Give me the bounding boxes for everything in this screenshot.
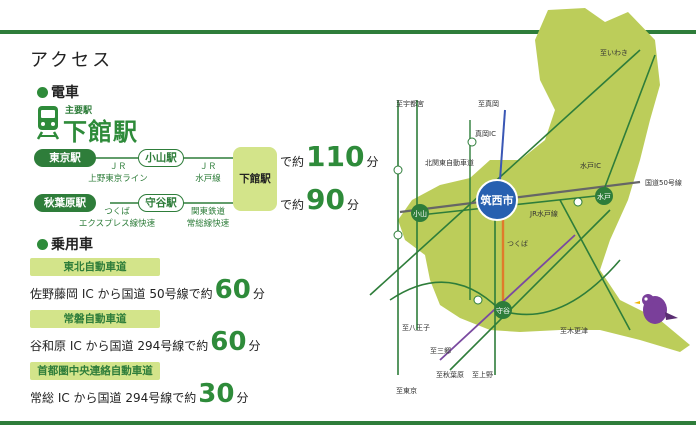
car-heading-text: 乗用車 xyxy=(51,237,93,253)
label-mooka-ic: 真岡IC xyxy=(475,129,496,138)
access-map: 筑西市 小山 水戸 守谷 つくば 至いわき 至宇都宮 至真岡 真岡IC 北関東自… xyxy=(369,8,690,395)
train-icon xyxy=(36,106,60,140)
label-akihabara: 至秋葉原 xyxy=(436,370,464,379)
page-title: アクセス xyxy=(30,50,114,71)
ibaraki-region xyxy=(398,8,690,352)
sano-ic-marker xyxy=(393,230,403,240)
road-tohoku: 東北自動車道 xyxy=(30,258,160,276)
route1-line1-top: ＪＲ xyxy=(109,162,127,172)
mito-station-marker xyxy=(595,187,613,205)
road-kenodo-text: 常総 IC から国道 294号線で約 xyxy=(30,391,197,405)
label-hachioji: 至八王子 xyxy=(402,324,430,332)
main-station-name: 下館駅 xyxy=(63,118,138,146)
route2-line1-bottom: エクスプレス線快速 xyxy=(78,219,156,229)
route2-line1-top: つくば xyxy=(104,207,130,217)
map-mito-label: 水戸 xyxy=(597,192,611,201)
road-tohoku-minutes: 60 xyxy=(214,275,251,305)
joban-expressway xyxy=(449,209,611,371)
label-route50: 国道50号線 xyxy=(645,178,682,187)
joban-north xyxy=(599,54,656,201)
road-joban-unit: 分 xyxy=(248,339,261,353)
route1-line2-top: ＪＲ xyxy=(199,162,217,172)
map-oyama-label: 小山 xyxy=(413,209,427,218)
route1-unit: 分 xyxy=(366,155,379,169)
moriya-station-marker xyxy=(494,301,512,319)
bullet-icon xyxy=(37,239,48,250)
route-50 xyxy=(399,180,641,214)
route2-line2-top: 関東鉄道 xyxy=(190,207,225,217)
label-misato: 至三郷 xyxy=(430,346,451,355)
road-tohoku-text: 佐野藤岡 IC から国道 50号線で約 xyxy=(30,287,213,301)
tochigi-jct-marker xyxy=(393,165,403,175)
destination-shimodate: 下館駅 xyxy=(233,147,277,211)
bottom-divider xyxy=(0,421,696,425)
route1-prefix: で約 xyxy=(280,155,305,169)
route1-line2-bottom: 水戸線 xyxy=(195,174,221,184)
mascot-bird-icon xyxy=(634,294,678,324)
top-divider xyxy=(0,30,696,34)
label-mooka-dir: 至真岡 xyxy=(478,99,499,108)
mooka-ic-marker xyxy=(467,137,477,147)
bullet-icon xyxy=(37,87,48,98)
road-joban-minutes: 60 xyxy=(210,327,247,357)
route2-line2-bottom: 常総線快速 xyxy=(186,219,230,229)
route1-minutes: 110 xyxy=(306,140,365,173)
label-tokyo: 至東京 xyxy=(396,386,417,395)
road-kenodo: 首都圏中央連絡自動車道 xyxy=(30,362,160,380)
main-station-label: 主要駅 xyxy=(65,106,93,116)
route1-line2-label: ＪＲ 水戸線 xyxy=(188,160,228,184)
route2-minutes: 90 xyxy=(306,183,345,216)
route1-line1-label: ＪＲ 上野東京ライン xyxy=(78,160,158,184)
origin-akihabara: 秋葉原駅 xyxy=(34,194,96,212)
road-joban: 常磐自動車道 xyxy=(30,310,160,328)
road-joban-text: 谷和原 IC から国道 294号線で約 xyxy=(30,339,209,353)
route1-line1-bottom: 上野東京ライン xyxy=(88,174,148,184)
road-kenodo-unit: 分 xyxy=(236,391,249,405)
route2-prefix: で約 xyxy=(280,198,305,212)
label-iwaki: 至いわき xyxy=(600,49,628,57)
car-heading: 乗用車 xyxy=(37,234,93,254)
label-jr-mito: JR水戸線 xyxy=(529,209,558,218)
tsukuba-express xyxy=(439,234,576,361)
label-utsunomiya: 至宇都宮 xyxy=(396,99,424,108)
via-oyama: 小山駅 xyxy=(138,149,184,167)
map-moriya-label: 守谷 xyxy=(496,306,510,315)
route2-line1-label: つくば エクスプレス線快速 xyxy=(72,205,162,229)
route2-unit: 分 xyxy=(346,198,359,212)
origin-tokyo: 東京駅 xyxy=(34,149,96,167)
oyama-station-marker xyxy=(411,204,429,222)
road-tohoku-unit: 分 xyxy=(252,287,265,301)
joso-ic-marker xyxy=(473,295,483,305)
chikusei-marker xyxy=(476,179,518,221)
road-kenodo-minutes: 30 xyxy=(198,379,235,409)
train-heading-text: 電車 xyxy=(51,85,79,101)
label-kisarazu: 至木更津 xyxy=(560,326,588,335)
mooka-line xyxy=(499,109,506,181)
route2-line2-label: 関東鉄道 常総線快速 xyxy=(186,205,230,229)
train-heading: 電車 xyxy=(37,82,79,102)
map-tsukuba-label: つくば xyxy=(507,239,528,248)
joban-south xyxy=(559,199,631,331)
label-ueno: 至上野 xyxy=(472,370,493,379)
kitakanto-expressway xyxy=(369,49,641,296)
map-city-label: 筑西市 xyxy=(481,193,514,207)
label-kitakanto: 北関東自動車道 xyxy=(425,158,474,167)
label-mito-ic: 水戸IC xyxy=(580,161,601,170)
ic-marker xyxy=(573,197,583,207)
via-moriya: 守谷駅 xyxy=(138,194,184,212)
